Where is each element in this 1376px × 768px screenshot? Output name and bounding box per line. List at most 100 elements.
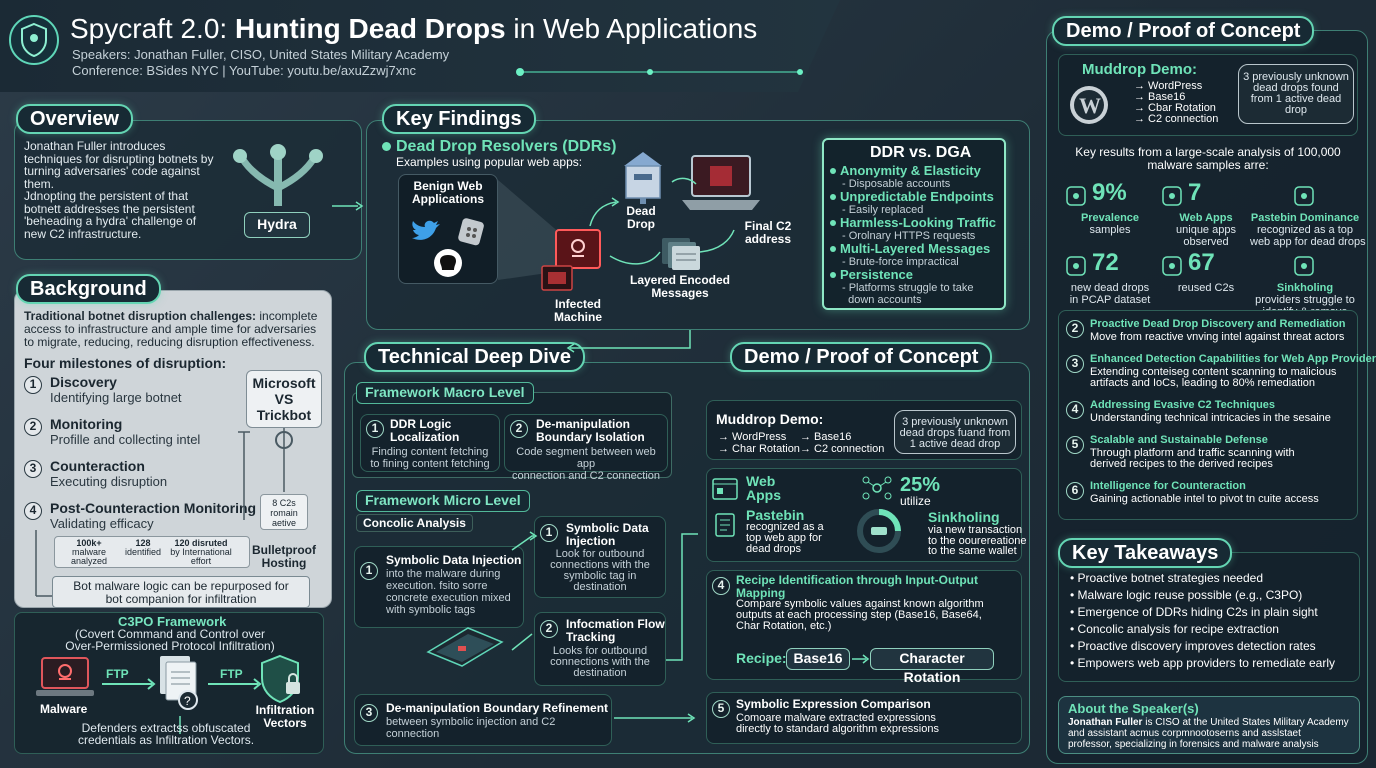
right-item-desc: Through platform and traffic scanning wi… — [1090, 447, 1295, 459]
svg-text:?: ? — [184, 694, 191, 708]
right-item-title: Intelligence for Counteraction — [1090, 480, 1246, 492]
takeaway-item: • Malware logic reuse possible (e.g., C3… — [1070, 588, 1303, 602]
result-stat-value: 9% — [1092, 179, 1127, 206]
ddr-vs-item-title: Harmless-Looking Traffic — [840, 215, 997, 230]
ddr-vs-item-title: Multi-Layered Messages — [840, 241, 991, 256]
wordpress-icon: W — [1070, 86, 1108, 124]
right-items-box — [1058, 310, 1358, 520]
result-stat-label: observed — [1183, 236, 1229, 248]
result-stat-label: in PCAP dataset — [1069, 294, 1151, 306]
sinkhole-icon — [1294, 256, 1314, 276]
deep-to-demo-arrows — [614, 533, 698, 723]
result-stat-value: 67 — [1188, 249, 1215, 276]
ddr-vs-bullet — [830, 168, 836, 174]
ddr-title: Dead Drop Resolvers (DDRs) — [396, 138, 617, 155]
dead-drop-box-icon — [624, 152, 662, 204]
step-number: 5 — [1066, 436, 1084, 454]
overview-line: turning adversaries' code against — [24, 164, 200, 178]
ddr-subtitle: Examples using popular web apps: — [396, 155, 583, 169]
infected-machine-icon — [541, 229, 601, 291]
milestone-number: 2 — [24, 418, 42, 436]
demo-right-heading: Demo / Proof of Concept — [1052, 16, 1315, 46]
milestone-title: Discovery — [50, 374, 117, 390]
right-item-desc: Move from reactive vnving intel against … — [1090, 331, 1345, 343]
ddr-vs-dga-title: DDR vs. DGA — [870, 144, 972, 161]
result-stat-label: samples — [1089, 224, 1131, 236]
takeaway-item: • Emergence of DDRs hiding C2s in plain … — [1070, 605, 1318, 619]
ddr-vs-dga-box — [822, 138, 1006, 310]
milestone-title: Monitoring — [50, 416, 123, 432]
macro-step-1 — [360, 414, 500, 472]
results-intro: Key results from a large-scale analysis … — [1075, 145, 1341, 172]
overview-line: 'beheading a hydra' challenge of — [24, 214, 197, 228]
right-item-desc: artifacts and IoCs, leading to 80% remed… — [1090, 377, 1316, 389]
grid-app-icon — [458, 218, 484, 246]
right-item-desc: Gaining actionable intel to pivot tn cui… — [1090, 493, 1319, 505]
ddr-vs-bullet — [830, 220, 836, 226]
ddr-vs-item-desc: - Easily replaced — [842, 204, 924, 216]
micro-arrows — [511, 531, 538, 651]
twitter-icon — [412, 220, 440, 240]
step-number: 2 — [540, 620, 558, 638]
bullet-icon: • — [1070, 605, 1078, 619]
step-number: 5 — [712, 700, 730, 718]
step-number: 4 — [712, 577, 730, 595]
flow-arrows — [589, 177, 735, 265]
ddr-vs-item-desc: - Platforms struggle to take — [842, 282, 974, 294]
shield-logo-icon — [9, 15, 59, 65]
result-stat-label: Web Apps — [1179, 212, 1233, 224]
pastebin-label: Pastebin — [746, 507, 805, 523]
ddr-vs-item-title: Unpredictable Endpoints — [840, 189, 994, 204]
ftp-label-1: FTP — [106, 667, 129, 681]
step-number: 4 — [1066, 401, 1084, 419]
deep-dive-heading: Technical Deep Dive — [364, 342, 586, 372]
mid-flow-1: → WordPress — [718, 431, 787, 443]
milestone-desc: Executing disruption — [50, 474, 168, 489]
result-stat-value: 72 — [1092, 249, 1119, 276]
ddr-vs-item-title: Anonymity & Elasticity — [840, 163, 981, 178]
takeaway-item: • Proactive botnet strategies needed — [1070, 571, 1264, 585]
utilize-percent: 25% — [900, 474, 941, 496]
recipe-label: Recipe: — [736, 650, 787, 666]
micro-heading: Framework Micro Level — [356, 490, 530, 512]
right-item-desc: Extending conteiseg content scanning to … — [1090, 366, 1337, 378]
demo-mid-heading: Demo / Proof of Concept — [730, 342, 993, 372]
overview-line: Jonathan Fuller introduces — [24, 139, 166, 153]
right-flow: → WordPress→ Base16→ Cbar Rotation→ C2 c… — [1134, 80, 1219, 125]
shield-lock-icon — [261, 654, 300, 704]
takeaway-item: • Empowers web app providers to remediat… — [1070, 656, 1336, 670]
hydra-label: Hydra — [244, 212, 310, 238]
ddr-vs-item-title: Persistence — [840, 267, 913, 282]
muddrop-right-title: Muddrop Demo: — [1082, 61, 1197, 78]
micro-step-injection — [354, 546, 524, 628]
ddr-vs-item-desc: - Brute-force impractical — [842, 256, 959, 268]
ddr-vs-item-desc: - Orolnary HTTPS requests — [842, 230, 976, 242]
right-item-desc: Understanding technical intricacies in t… — [1090, 412, 1331, 424]
takeaway-item: • Proactive discovery improves detection… — [1070, 639, 1316, 653]
result-stat-label: Sinkholing — [1276, 282, 1334, 294]
page-title: Spycraft 2.0: Hunting Dead Drops in Web … — [70, 13, 758, 44]
bullet-icon: • — [1070, 622, 1078, 636]
ddr-bullet — [382, 142, 391, 151]
step-number: 6 — [1066, 482, 1084, 500]
result-stat-label: Prevalence — [1080, 212, 1140, 224]
step-number: 3 — [1066, 355, 1084, 373]
